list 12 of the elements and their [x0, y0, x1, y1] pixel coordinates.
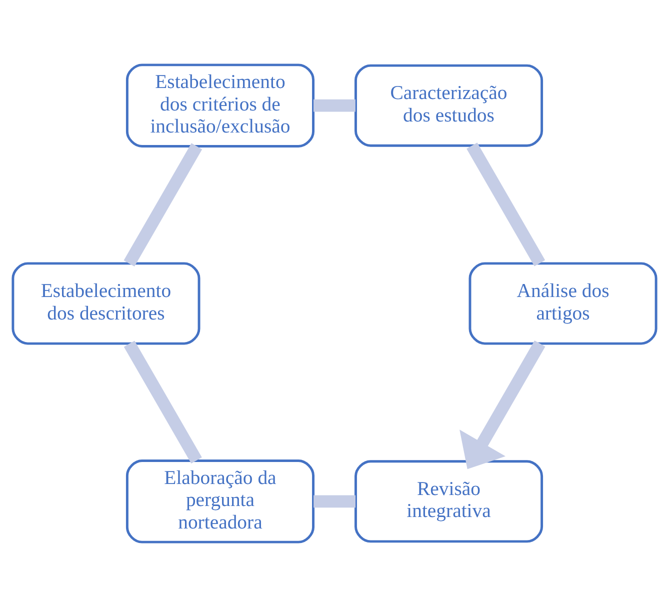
connector: [314, 98, 356, 112]
node-box: Elaboração da pergunta norteadora: [126, 459, 314, 543]
node-box: Análise dos artigos: [468, 262, 658, 344]
connector: [466, 142, 546, 266]
connector: [124, 142, 202, 266]
arrow: [460, 340, 546, 469]
node-box: Caracterização dos estudos: [354, 64, 544, 146]
node-box: Estabelecimento dos critérios de inclusão/exclusão: [126, 63, 314, 147]
connector: [314, 494, 356, 508]
node-box: Revisão integrativa: [354, 460, 544, 542]
node-box: Estabelecimento dos descritores: [12, 262, 200, 344]
connector: [124, 340, 202, 463]
